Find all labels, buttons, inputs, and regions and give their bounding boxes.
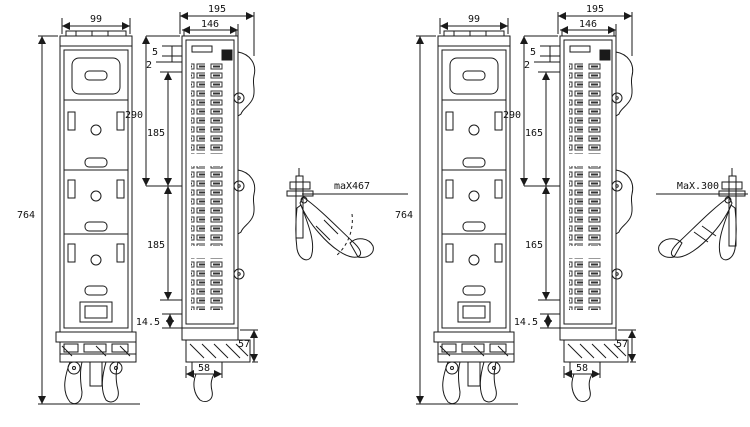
right-offset-a-label: 5 bbox=[530, 47, 536, 58]
left-base-offset-label: 14.5 bbox=[136, 317, 160, 328]
right-side-outer-width-label: 195 bbox=[586, 4, 604, 15]
left-detail-label: maX467 bbox=[334, 181, 370, 192]
right-span-lower-label: 165 bbox=[525, 240, 543, 251]
right-base-offset-label: 14.5 bbox=[514, 317, 538, 328]
right-span-top-label: 290 bbox=[503, 110, 521, 121]
right-assembly: 99 764 195 146 5 2 290 165 165 14.5 57 5… bbox=[395, 4, 749, 404]
left-span-top-label: 290 bbox=[125, 110, 143, 121]
left-offset-a-label: 5 bbox=[152, 47, 158, 58]
right-detail-label: MaX.300 bbox=[677, 181, 719, 192]
left-span-upper-label: 185 bbox=[147, 128, 165, 139]
right-span-upper-label: 165 bbox=[525, 128, 543, 139]
right-base-width-label: 58 bbox=[576, 363, 588, 374]
left-front-width-label: 99 bbox=[90, 14, 102, 25]
right-offset-b-label: 2 bbox=[524, 60, 530, 71]
left-offset-b-label: 2 bbox=[146, 60, 152, 71]
left-front-height-label: 764 bbox=[17, 210, 35, 221]
right-bracket-height-label: 57 bbox=[616, 339, 628, 350]
left-span-lower-label: 185 bbox=[147, 240, 165, 251]
left-side-inner-width-label: 146 bbox=[201, 19, 219, 30]
right-front-width-label: 99 bbox=[468, 14, 480, 25]
left-bracket-height-label: 57 bbox=[238, 339, 250, 350]
left-side-outer-width-label: 195 bbox=[208, 4, 226, 15]
right-front-height-label: 764 bbox=[395, 210, 413, 221]
left-assembly: 99 764 195 146 5 2 290 185 185 14.5 57 5… bbox=[17, 4, 409, 404]
right-side-inner-width-label: 146 bbox=[579, 19, 597, 30]
left-base-width-label: 58 bbox=[198, 363, 210, 374]
